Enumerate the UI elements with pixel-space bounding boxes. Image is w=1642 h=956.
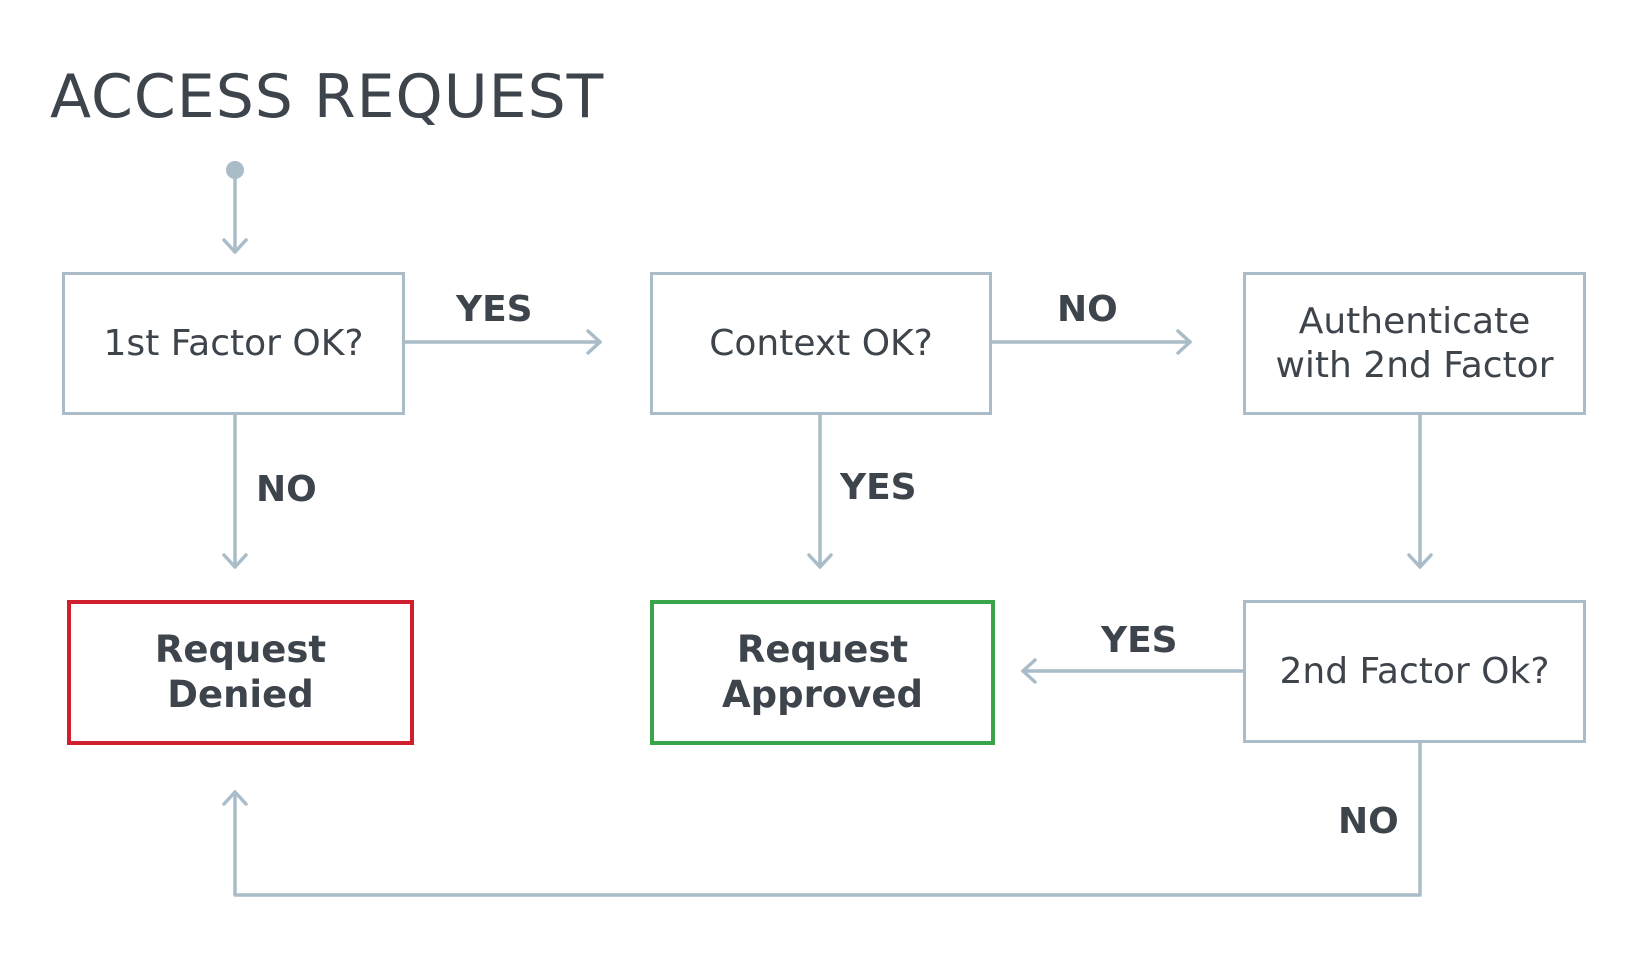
second-factor-no-arrowhead [222,790,248,806]
start-arrowhead [222,238,248,254]
first-factor-node: 1st Factor OK? [62,272,405,415]
authenticate-arrowhead [1407,553,1433,569]
request-approved-node: Request Approved [650,600,995,745]
first-factor-yes-arrowhead [586,329,602,355]
second-factor-no-connector [233,741,1422,897]
second-factor-yes-arrowhead [1021,658,1037,684]
context-label: Context OK? [709,322,933,364]
authenticate-label: Authenticate with 2nd Factor [1275,301,1554,386]
context-yes-label: YES [840,467,917,508]
second-factor-yes-label: YES [1101,620,1178,661]
request-denied-label: Request Denied [154,628,327,716]
request-denied-node: Request Denied [67,600,414,745]
first-factor-label: 1st Factor OK? [103,322,364,364]
context-no-label: NO [1057,289,1118,330]
first-factor-yes-label: YES [456,289,533,330]
second-factor-no-label: NO [1338,801,1399,842]
second-factor-node: 2nd Factor Ok? [1243,600,1586,743]
second-factor-label: 2nd Factor Ok? [1279,650,1550,692]
authenticate-node: Authenticate with 2nd Factor [1243,272,1586,415]
first-factor-no-label: NO [256,469,317,510]
first-factor-no-arrowhead [222,553,248,569]
start-dot [226,161,244,179]
request-approved-label: Request Approved [722,628,923,716]
context-node: Context OK? [650,272,992,415]
diagram-title: ACCESS REQUEST [50,62,605,132]
context-yes-arrowhead [807,553,833,569]
context-no-arrowhead [1176,329,1192,355]
